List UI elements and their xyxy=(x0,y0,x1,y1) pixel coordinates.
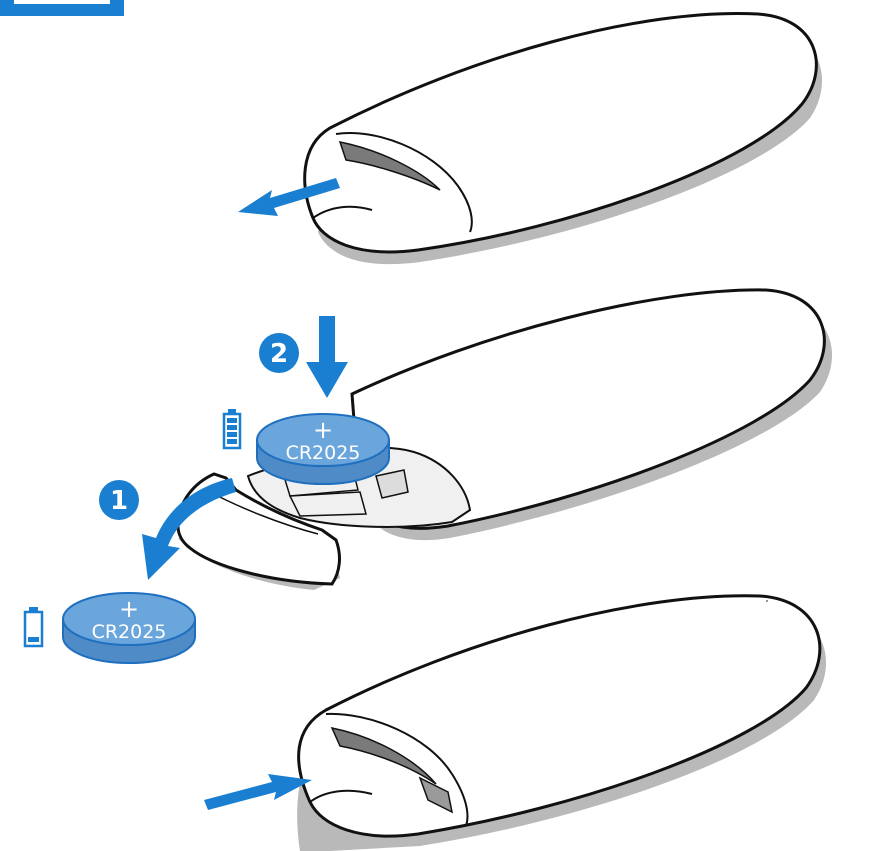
new-battery-label: CR2025 xyxy=(286,442,361,464)
speck xyxy=(766,600,768,602)
battery-empty-icon xyxy=(25,607,42,646)
push-right-arrow xyxy=(204,774,312,810)
remote-top-panel xyxy=(238,13,822,264)
new-battery: + CR2025 xyxy=(257,414,389,484)
step-1-badge: 1 xyxy=(99,480,139,520)
old-battery-polarity: + xyxy=(119,595,139,623)
insert-down-arrow xyxy=(306,316,348,398)
step-2-number: 2 xyxy=(270,339,288,369)
step-2-badge: 2 xyxy=(259,333,299,373)
remote-middle-panel: 1 2 + CR2025 xyxy=(99,290,832,590)
remote-bottom-panel xyxy=(204,596,826,851)
new-battery-polarity: + xyxy=(313,416,333,444)
remote-bottom-body xyxy=(299,596,820,836)
old-battery: + CR2025 xyxy=(63,593,195,663)
step-1-number: 1 xyxy=(110,486,128,516)
battery-full-icon xyxy=(224,409,240,448)
old-battery-label: CR2025 xyxy=(92,621,167,643)
remote-top-body xyxy=(305,13,817,251)
corner-tab-inner xyxy=(14,0,110,4)
